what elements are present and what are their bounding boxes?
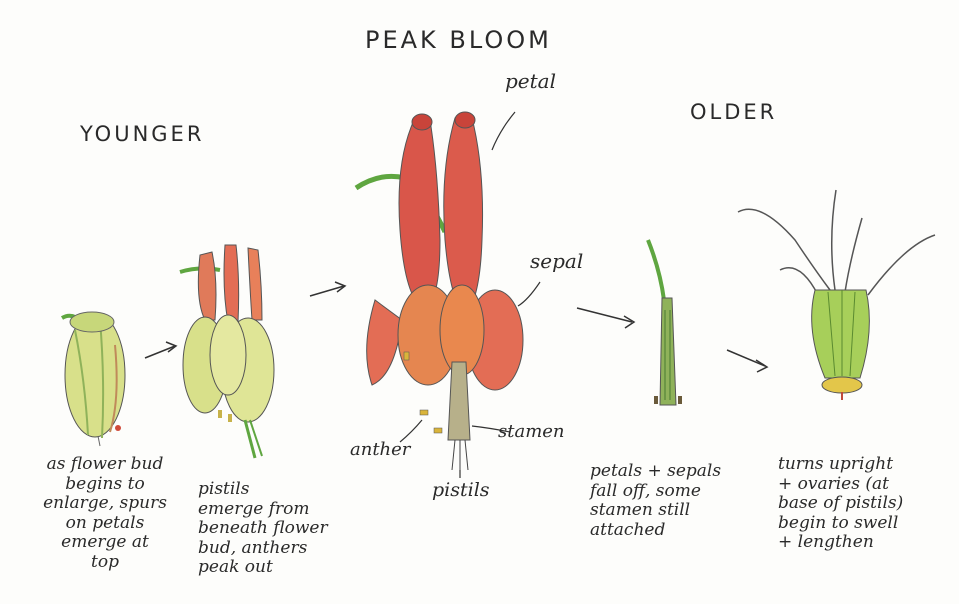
stage1-bud-drawing	[62, 312, 125, 446]
caption-stage5: turns upright + ovaries (at base of pist…	[778, 455, 948, 553]
arrow-3	[577, 308, 634, 328]
heading-older: OLDER	[690, 100, 777, 124]
label-stamen: stamen	[498, 422, 565, 443]
caption-stage1: as flower bud begins to enlarge, spurs o…	[20, 455, 190, 572]
label-pistils: pistils	[432, 480, 490, 502]
arrow-4	[727, 350, 767, 372]
stage2-bud-drawing	[180, 245, 274, 458]
label-anther: anther	[350, 440, 410, 461]
heading-younger: YOUNGER	[80, 122, 204, 146]
arrow-1	[145, 342, 176, 358]
label-sepal: sepal	[530, 250, 583, 273]
label-petal: petal	[505, 70, 556, 93]
arrow-2	[310, 282, 345, 296]
caption-stage2: pistils emerge from beneath flower bud, …	[198, 480, 358, 578]
stage3-bloom-drawing	[356, 112, 523, 472]
heading-peak-bloom: PEAK BLOOM	[365, 26, 552, 54]
stage5-ovaries-drawing	[738, 190, 935, 400]
stage4-stem-drawing	[648, 240, 682, 405]
caption-stage4: petals + sepals fall off, some stamen st…	[590, 462, 760, 540]
